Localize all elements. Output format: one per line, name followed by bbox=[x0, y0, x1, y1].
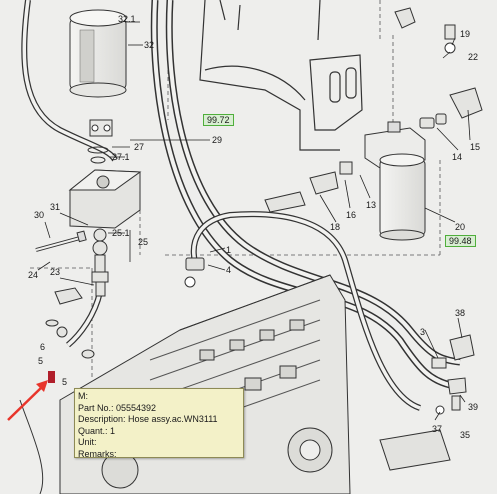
fuel-filter-32 bbox=[69, 9, 127, 98]
hose-lines bbox=[21, 0, 461, 411]
annotation-arrow bbox=[7, 380, 48, 421]
callout-32[interactable]: 32 bbox=[144, 40, 154, 50]
callout-31[interactable]: 31 bbox=[50, 202, 60, 212]
callout-3[interactable]: 3 bbox=[420, 327, 425, 337]
tooltip-unit: Unit: bbox=[78, 437, 97, 447]
callout-35[interactable]: 35 bbox=[460, 430, 470, 440]
callout-30[interactable]: 30 bbox=[34, 210, 44, 220]
bolt-30 bbox=[35, 230, 87, 252]
callout-13[interactable]: 13 bbox=[366, 200, 376, 210]
pump-block-29 bbox=[68, 119, 142, 229]
tooltip-part-number: Part No.: 05554392 bbox=[78, 402, 157, 413]
callout-1[interactable]: 1 bbox=[226, 245, 231, 255]
mounting-bracket bbox=[199, 0, 363, 151]
callout-15[interactable]: 15 bbox=[470, 142, 480, 152]
callout-5-lower[interactable]: 5 bbox=[62, 377, 67, 387]
fitting-group-right bbox=[264, 7, 483, 213]
callout-22[interactable]: 22 bbox=[468, 52, 478, 62]
reference-box-99-72[interactable]: 99.72 bbox=[203, 114, 234, 126]
callout-24[interactable]: 24 bbox=[28, 270, 38, 280]
callout-25[interactable]: 25 bbox=[138, 237, 148, 247]
callout-38[interactable]: 38 bbox=[455, 308, 465, 318]
callout-27-1[interactable]: 27.1 bbox=[112, 152, 130, 162]
callout-6[interactable]: 6 bbox=[40, 342, 45, 352]
callout-39[interactable]: 39 bbox=[468, 402, 478, 412]
callout-4[interactable]: 4 bbox=[226, 265, 231, 275]
callout-19[interactable]: 19 bbox=[460, 29, 470, 39]
callout-32-1[interactable]: 32.1 bbox=[118, 14, 136, 24]
tooltip-m-line: M: bbox=[78, 391, 88, 401]
selected-position-marker[interactable] bbox=[48, 371, 55, 383]
callout-23[interactable]: 23 bbox=[50, 267, 60, 277]
callout-16[interactable]: 16 bbox=[346, 210, 356, 220]
reference-box-99-48[interactable]: 99.48 bbox=[445, 235, 476, 247]
tooltip-remarks: Remarks: bbox=[78, 448, 117, 459]
callout-27[interactable]: 27 bbox=[134, 142, 144, 152]
fitting-group-lower-right bbox=[431, 334, 475, 415]
tooltip-quantity: Quant.: 1 bbox=[78, 425, 116, 436]
callout-25-1[interactable]: 25.1 bbox=[112, 228, 130, 238]
part-info-tooltip: M: Part No.: 05554392 Description: Hose … bbox=[74, 388, 244, 459]
callout-29[interactable]: 29 bbox=[212, 135, 222, 145]
hydraulic-filter-20 bbox=[364, 121, 426, 241]
fitting-group-left bbox=[45, 228, 109, 359]
hose-clamp-4 bbox=[184, 257, 205, 288]
callout-37[interactable]: 37 bbox=[432, 424, 442, 434]
callout-leader-lines bbox=[37, 21, 471, 421]
callout-18[interactable]: 18 bbox=[330, 222, 340, 232]
callout-5-upper[interactable]: 5 bbox=[38, 356, 43, 366]
tooltip-description: Description: Hose assy.ac.WN3111 bbox=[78, 414, 218, 424]
callout-14[interactable]: 14 bbox=[452, 152, 462, 162]
callout-20[interactable]: 20 bbox=[455, 222, 465, 232]
